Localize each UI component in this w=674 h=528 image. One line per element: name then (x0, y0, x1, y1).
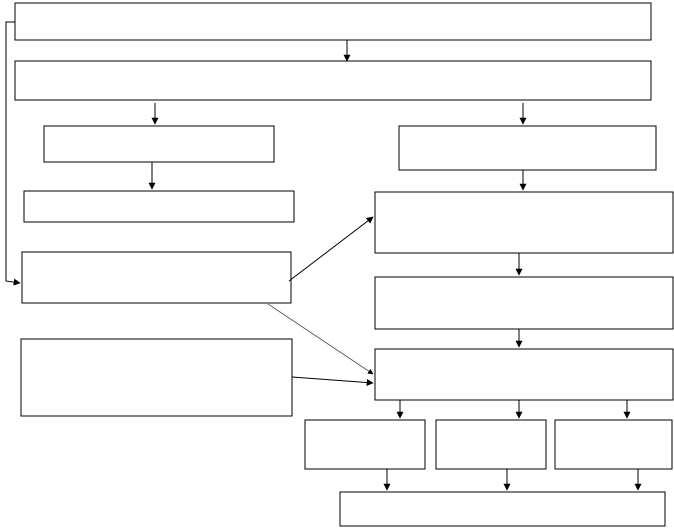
connectors (5, 21, 642, 491)
box-left-branch-2 (23, 190, 295, 223)
box-left-branch-1 (43, 125, 275, 163)
box-bottom-middle (435, 419, 547, 470)
box-left-branch-3 (21, 251, 292, 304)
arrow-left-branch-4-to-right-branch-4 (291, 376, 374, 387)
box-right-branch-4 (374, 348, 674, 401)
box-right-branch-2 (374, 191, 674, 254)
arrow-top-loop-to-left-branch-3 (5, 21, 21, 286)
box-right-branch-1 (398, 125, 657, 171)
box-top (14, 2, 652, 41)
arrow-left-branch-3-to-right-branch-2 (288, 216, 374, 282)
box-bottom-right (554, 419, 673, 470)
box-second (14, 60, 652, 101)
box-final (339, 491, 666, 527)
box-right-branch-3 (374, 276, 674, 330)
box-bottom-left (304, 419, 426, 470)
arrow-left-branch-3-to-right-branch-4 (267, 303, 374, 375)
box-left-branch-4 (20, 338, 293, 417)
